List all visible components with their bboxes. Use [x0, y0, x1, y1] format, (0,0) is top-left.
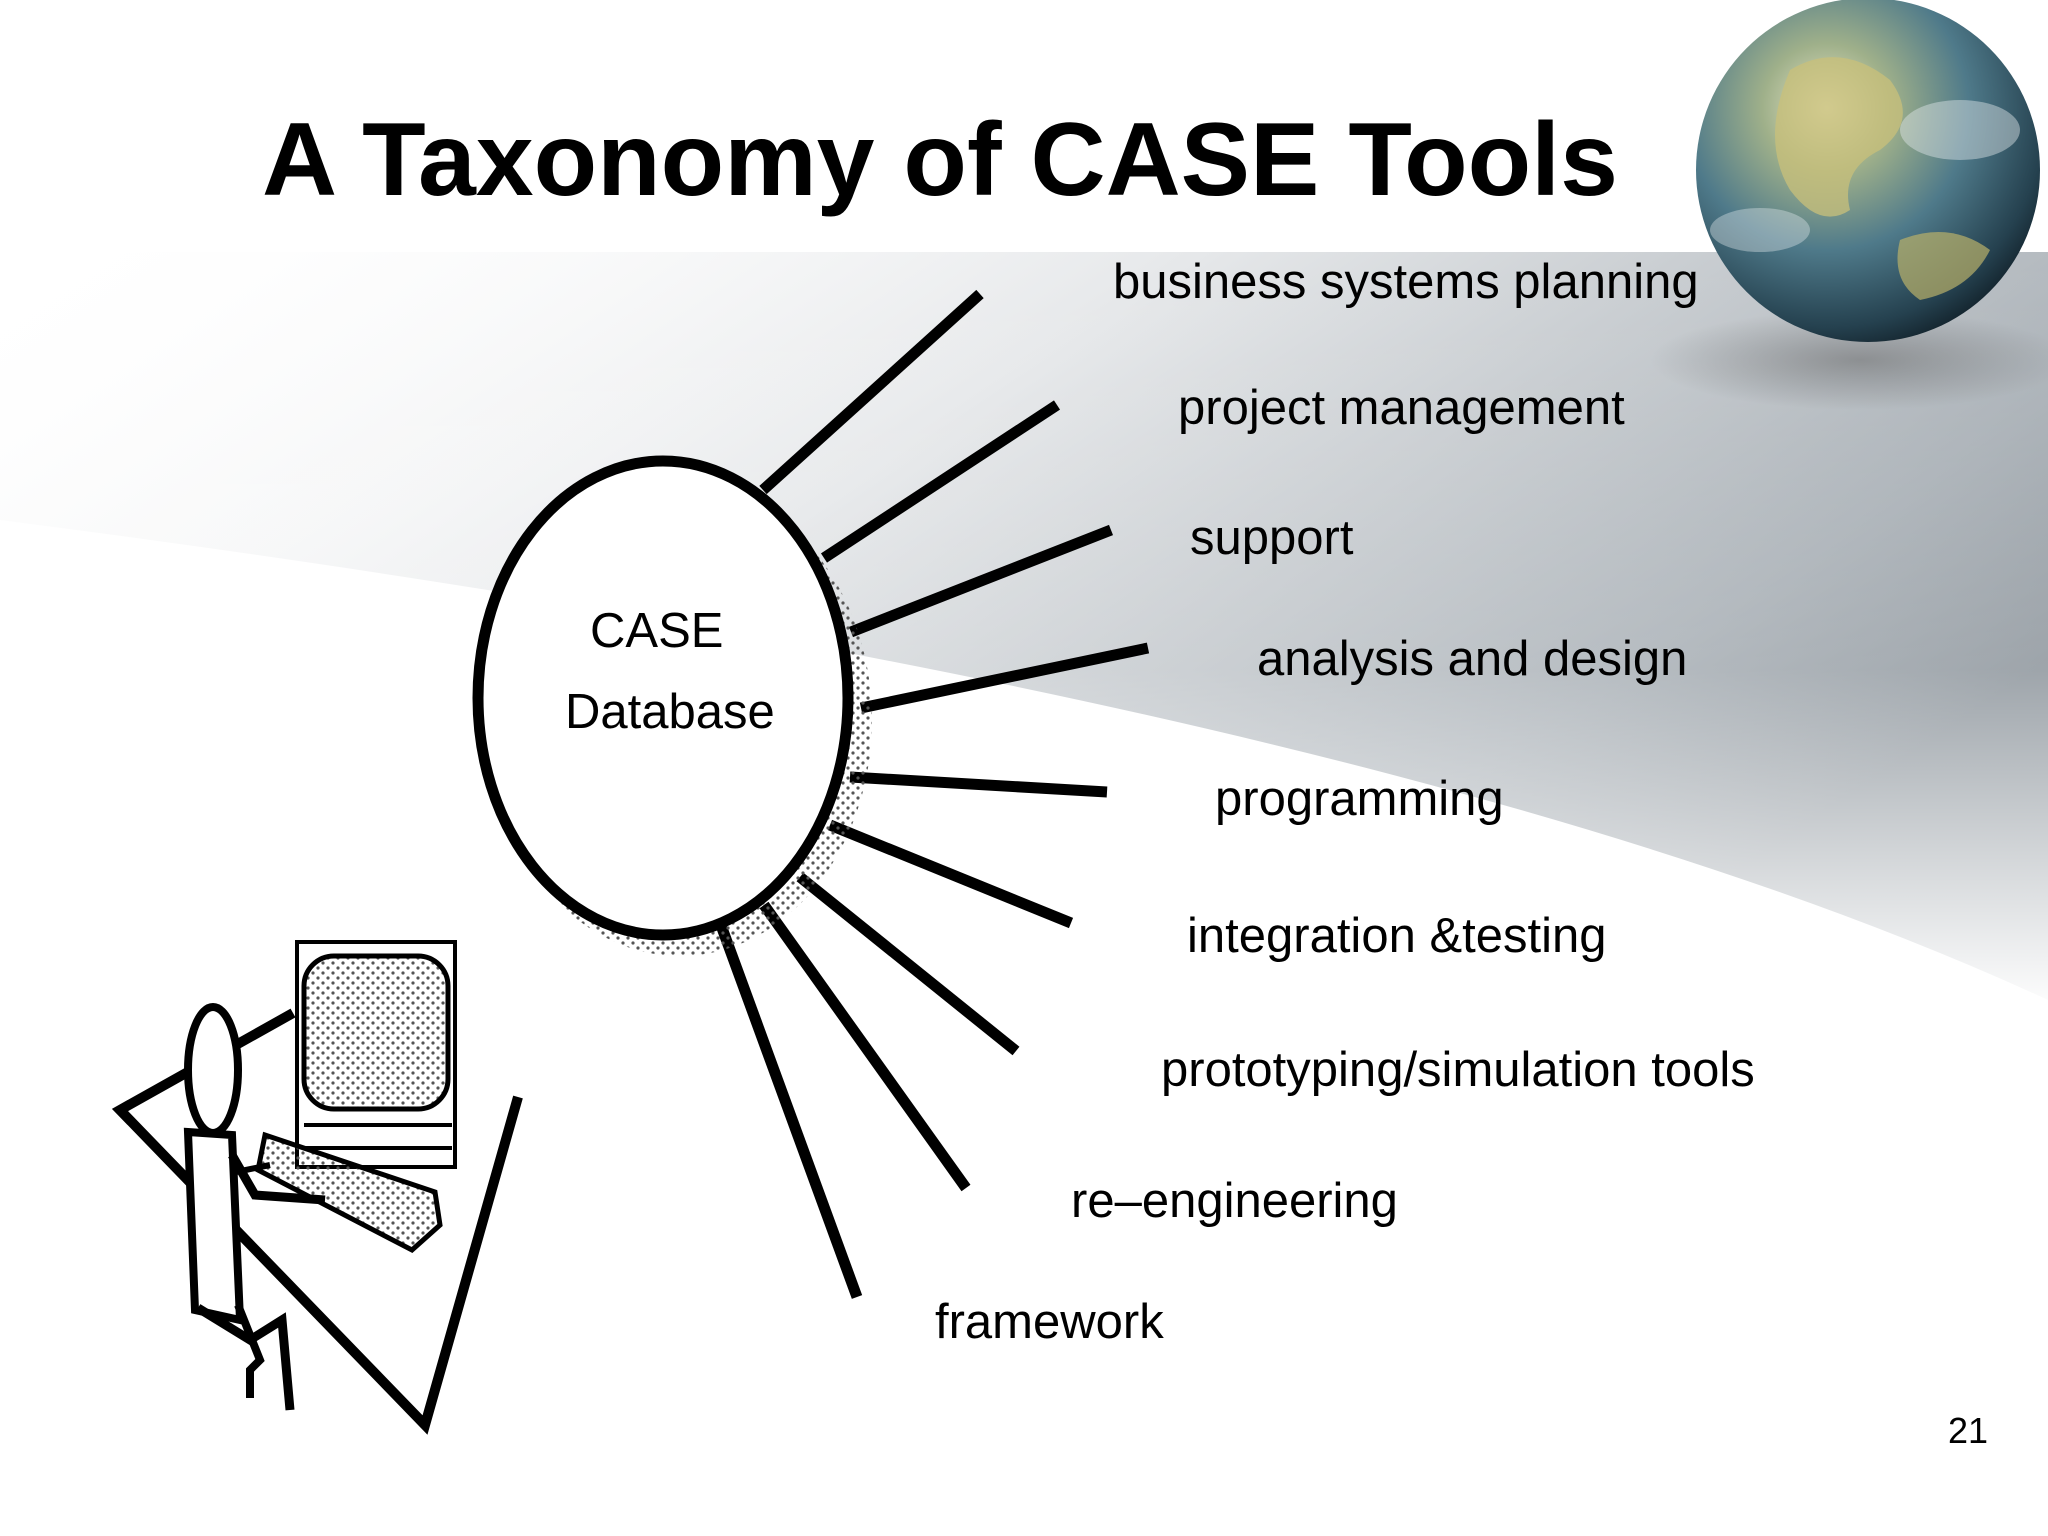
- spoke-label-programming: programming: [1215, 772, 1504, 826]
- spoke-line-7: [796, 872, 1020, 1056]
- hub-label-line2: Database: [565, 685, 775, 739]
- spoke-line-9: [716, 926, 863, 1299]
- spoke-line-5: [849, 771, 1108, 798]
- spoke-label-prototyping-simulation-tools: prototyping/simulation tools: [1161, 1043, 1755, 1097]
- slide-title: A Taxonomy of CASE Tools: [262, 102, 1618, 218]
- spoke-lines: [716, 289, 1150, 1299]
- globe-icon: [1650, 0, 2048, 410]
- spoke-line-4: [859, 642, 1150, 714]
- spoke-line-6: [827, 819, 1074, 929]
- spoke-label-integration-testing: integration &testing: [1187, 909, 1607, 963]
- spoke-label-analysis-and-design: analysis and design: [1257, 632, 1688, 686]
- page-number: 21: [1947, 1410, 1988, 1451]
- spoke-label-project-management: project management: [1178, 381, 1625, 435]
- hub-label-line1: CASE: [590, 604, 724, 658]
- person-at-computer-icon: [111, 940, 523, 1435]
- spoke-label-business-systems-planning: business systems planning: [1113, 255, 1699, 309]
- spoke-label-support: support: [1190, 511, 1354, 565]
- spoke-line-1: [759, 289, 984, 495]
- spoke-label-framework: framework: [935, 1295, 1164, 1349]
- spoke-line-2: [820, 400, 1061, 563]
- spoke-line-3: [848, 524, 1114, 638]
- spoke-label-re-engineering: re–engineering: [1071, 1174, 1398, 1228]
- spoke-line-8: [759, 901, 971, 1192]
- case-database-hub: [472, 455, 854, 941]
